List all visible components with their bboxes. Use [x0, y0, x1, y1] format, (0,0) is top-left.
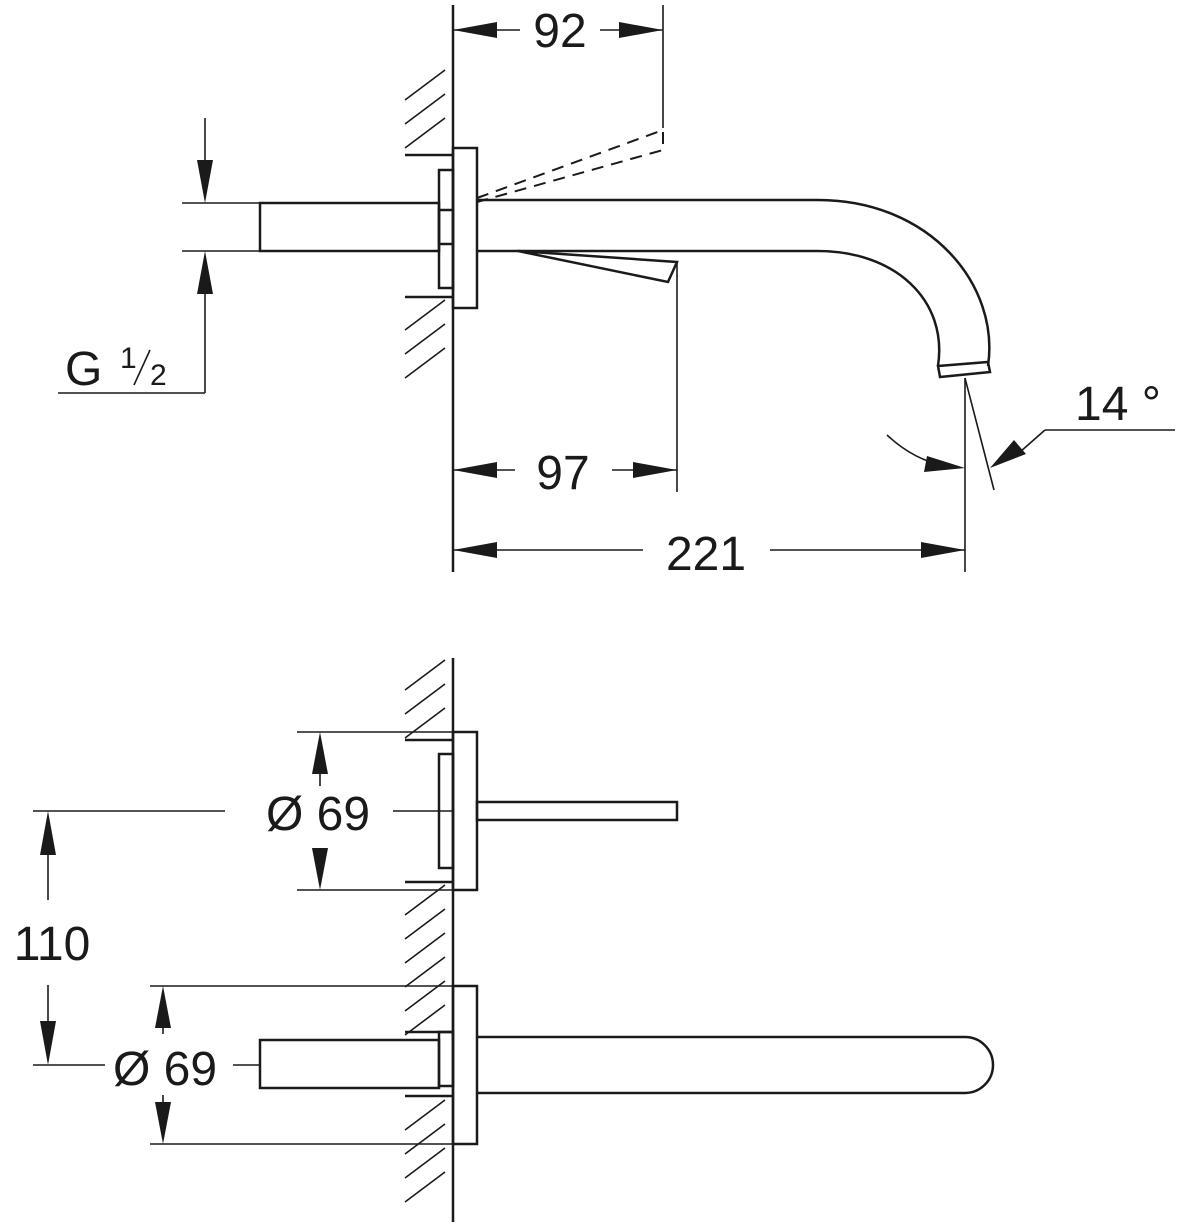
hatch-stroke: [404, 347, 446, 379]
hatch-stroke: [404, 659, 446, 691]
thread-fraction-bar: [133, 349, 151, 386]
dim-upper-rosette-label: Ø 69: [266, 788, 370, 841]
hatch-stroke: [404, 69, 446, 101]
lever-handle: [517, 249, 679, 284]
hatch-stroke: [404, 299, 446, 331]
arrow-14-right: [990, 440, 1026, 468]
arrow-thread-top: [197, 160, 213, 203]
hatch-stroke: [404, 1123, 446, 1155]
lever-open-position: [476, 128, 664, 203]
hatch-stroke: [404, 1147, 446, 1179]
lower-rosette-flange: [437, 1030, 455, 1088]
spout-top-edge: [477, 198, 991, 367]
rosette-flange: [437, 168, 455, 290]
dim-221-label: 221: [666, 528, 746, 581]
spout-bottom-edge: [477, 249, 941, 367]
spout-outlet: [936, 360, 992, 379]
hatch-stroke: [404, 117, 446, 149]
lower-inlet-pipe: [258, 1038, 441, 1090]
hatch-stroke: [404, 932, 446, 964]
arrow-thread-bottom: [197, 251, 213, 294]
thread-numerator-label: 1: [120, 342, 137, 375]
thread-prefix-label: G: [65, 343, 102, 396]
spout-front: [477, 1035, 995, 1095]
hatch-stroke: [404, 1171, 446, 1203]
angle-line-14: [964, 377, 995, 491]
front-elevation: Ø 69 110 Ø 69: [14, 658, 995, 1222]
arrow-110-top: [40, 811, 56, 855]
arrow-lower-rosette-top: [155, 986, 171, 1028]
dim-97-label: 97: [536, 447, 589, 500]
arrow-92-right: [619, 22, 663, 38]
hatch-stroke: [404, 323, 446, 355]
rosette-plate: [451, 146, 479, 310]
arrow-upper-rosette-top: [312, 732, 328, 774]
upper-rosette-plate: [451, 730, 479, 892]
lever-front: [475, 800, 679, 822]
hatch-stroke: [404, 1004, 446, 1036]
side-elevation: 92 97 221 14 ° G 1 2: [58, 5, 1175, 581]
arrow-upper-rosette-bottom: [312, 848, 328, 890]
dim-lower-rosette-label: Ø 69: [113, 1043, 217, 1096]
dim-14-label: 14 °: [1075, 378, 1161, 431]
arrow-110-bottom: [40, 1021, 56, 1065]
arrow-97-left: [453, 462, 497, 478]
arrow-92-left: [453, 22, 497, 38]
wall-hatching-upper: [404, 69, 446, 379]
hatch-stroke: [404, 707, 446, 739]
wall-hatching-lower: [404, 659, 446, 1203]
thread-denominator-label: 2: [150, 359, 167, 392]
dim-92-label: 92: [533, 5, 586, 58]
arrow-221-right: [921, 542, 965, 558]
angle-leader: [1019, 429, 1046, 453]
hatch-stroke: [404, 1099, 446, 1131]
arrow-14-left: [924, 456, 965, 472]
arrow-lower-rosette-bottom: [155, 1102, 171, 1144]
arrow-97-right: [633, 462, 677, 478]
hatch-stroke: [404, 93, 446, 125]
inlet-pipe: [258, 201, 441, 253]
dim-110-label: 110: [14, 918, 91, 971]
hatch-stroke: [404, 956, 446, 988]
hatch-stroke: [404, 683, 446, 715]
arrow-221-left: [453, 542, 497, 558]
inlet-connector: [437, 208, 455, 246]
hatch-stroke: [404, 908, 446, 940]
lower-rosette-plate: [451, 984, 479, 1146]
